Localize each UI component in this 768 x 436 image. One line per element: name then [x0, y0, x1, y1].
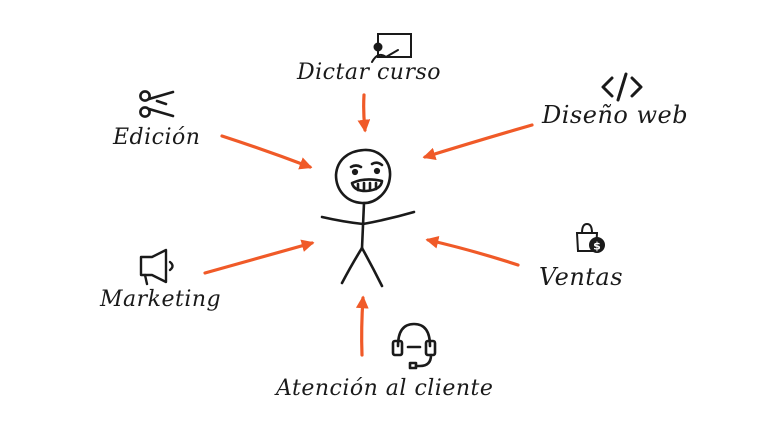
- arrow-dictar: [357, 93, 371, 133]
- code-brackets-icon: [601, 72, 643, 102]
- shopping-bag-dollar-icon: $: [575, 222, 605, 253]
- megaphone-icon: [139, 248, 174, 286]
- arrow-ventas: [425, 236, 520, 267]
- node-label-atencion: Atención al cliente: [276, 376, 494, 401]
- presentation-board-icon: [371, 33, 412, 63]
- arrow-edicion: [220, 134, 313, 170]
- scissors-icon: [139, 90, 175, 118]
- node-label-ventas: Ventas: [539, 263, 624, 291]
- node-label-diseno: Diseño web: [542, 101, 689, 129]
- arrow-atencion: [355, 295, 369, 357]
- node-label-marketing: Marketing: [100, 287, 222, 312]
- node-label-edicion: Edición: [113, 125, 201, 150]
- arrow-diseno: [422, 123, 534, 161]
- node-label-dictar: Dictar curso: [297, 60, 442, 85]
- stick-figure-icon: [320, 148, 416, 288]
- svg-text:$: $: [593, 240, 601, 253]
- arrow-marketing: [203, 239, 315, 275]
- headset-icon: [391, 322, 437, 370]
